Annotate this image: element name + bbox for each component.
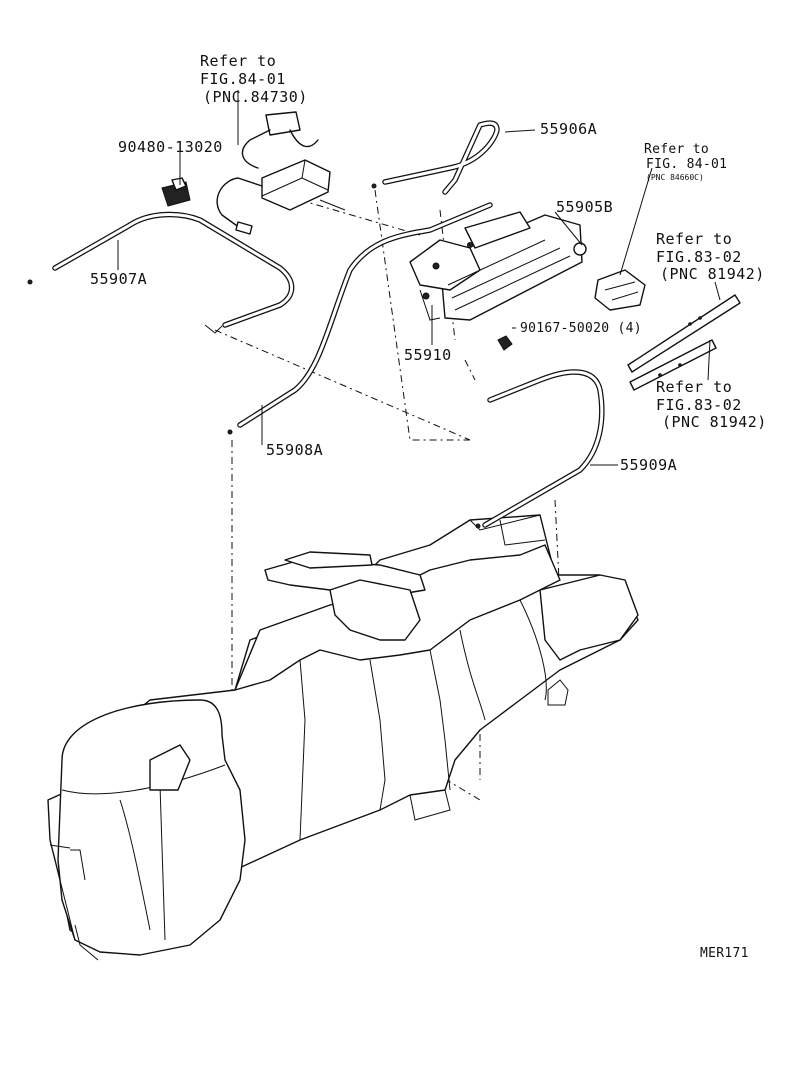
grommet bbox=[161, 177, 191, 207]
ref-81942-bottom-line-3: (PNC 81942) bbox=[662, 413, 767, 431]
label-55910: 55910 bbox=[404, 346, 452, 364]
label-55908a: 55908A bbox=[266, 441, 323, 459]
label-55909a: 55909A bbox=[620, 456, 677, 474]
ref-81942-top-line-3: (PNC 81942) bbox=[660, 265, 765, 283]
ref-84730-line-3: (PNC.84730) bbox=[203, 88, 308, 106]
heater-blower-unit bbox=[47, 514, 639, 961]
figure-code: MER171 bbox=[700, 946, 749, 961]
ref-81942-top-line-2: FIG.83-02 bbox=[656, 248, 742, 266]
ref-81942-bottom-line-1: Refer to bbox=[656, 378, 732, 396]
assembly-guide-lines bbox=[214, 189, 561, 801]
label-90167-50020: 90167-50020 (4) bbox=[520, 321, 642, 336]
ref-84730-line-1: Refer to bbox=[200, 52, 276, 70]
control-cables bbox=[27, 120, 605, 529]
heater-control-assembly bbox=[409, 211, 587, 351]
ref-84660c-line-1: Refer to bbox=[644, 142, 709, 157]
ref-84730-line-2: FIG.84-01 bbox=[200, 70, 286, 88]
servo-motor bbox=[216, 111, 346, 235]
indicator-plates bbox=[627, 294, 741, 391]
leader-lines bbox=[117, 90, 721, 466]
callout-labels: Refer to FIG.84-01 (PNC.84730) 90480-130… bbox=[90, 52, 767, 961]
label-55907a: 55907A bbox=[90, 270, 147, 288]
ref-84660c-line-3: (PNC 84660C) bbox=[646, 173, 704, 182]
blower-switch bbox=[594, 269, 646, 311]
ref-81942-top-line-1: Refer to bbox=[656, 230, 732, 248]
label-90480-13020: 90480-13020 bbox=[118, 138, 223, 156]
label-55906a: 55906A bbox=[540, 120, 597, 138]
ref-81942-bottom-line-2: FIG.83-02 bbox=[656, 396, 742, 414]
ref-84660c-line-2: FIG. 84-01 bbox=[646, 157, 727, 172]
label-55905b: 55905B bbox=[556, 198, 613, 216]
